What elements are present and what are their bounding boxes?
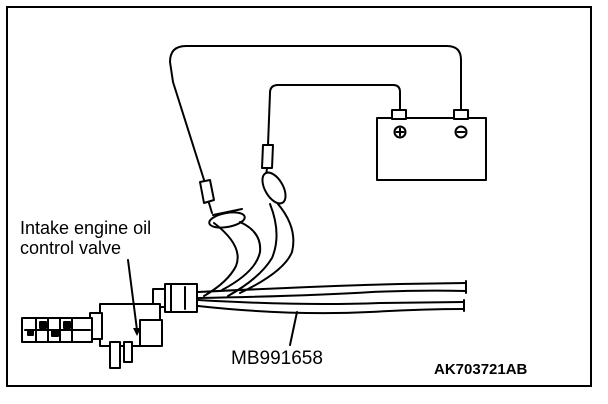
harness-connector [152,283,198,313]
figure-id: AK703721AB [434,361,528,378]
positive-terminal-icon [393,125,407,139]
valve-label-line2: control valve [20,238,122,258]
valve-label: Intake engine oil control valve [20,218,151,258]
positive-clip [261,144,287,205]
battery [376,109,487,181]
oil-control-valve [21,303,163,369]
negative-terminal-icon [454,125,468,139]
negative-clip [199,179,246,229]
positive-lead [267,84,401,146]
valve-label-line1: Intake engine oil [20,218,152,238]
negative-lead [169,45,462,184]
tool-label: MB991658 [231,348,323,369]
